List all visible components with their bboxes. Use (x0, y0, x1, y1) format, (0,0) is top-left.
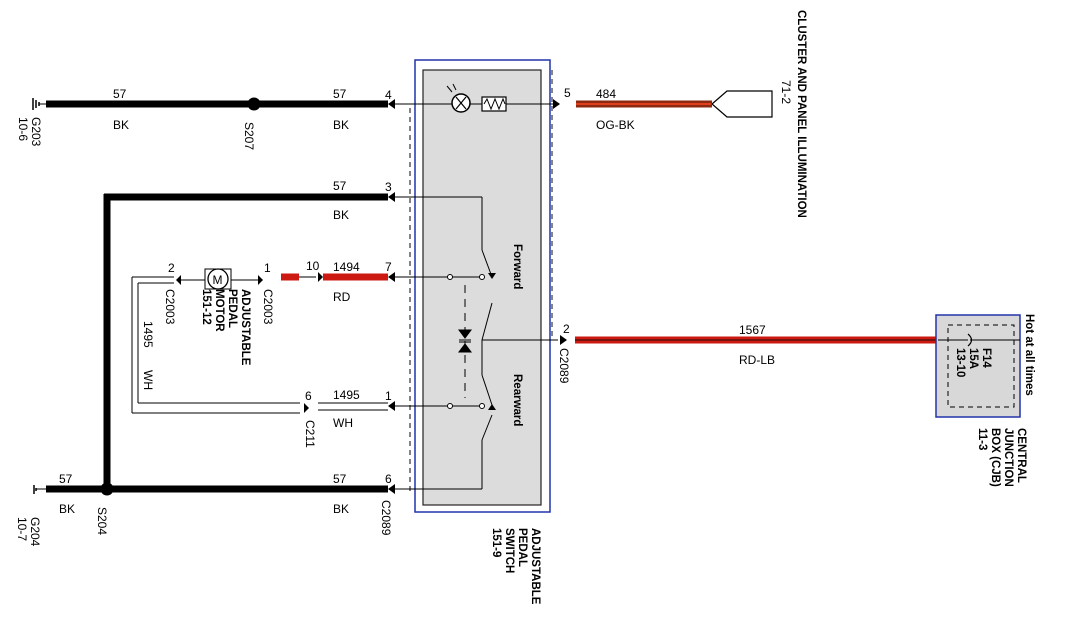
switch-outer-border (414, 59, 551, 513)
svg-text:11-3: 11-3 (976, 428, 988, 450)
svg-text:13-10: 13-10 (954, 348, 966, 377)
hot-label: Hot at all times (1023, 314, 1035, 396)
rearward-label: Rearward (511, 374, 523, 426)
svg-text:BK: BK (333, 208, 349, 222)
svg-text:1495: 1495 (333, 388, 360, 402)
pin-3: 3 (385, 180, 392, 194)
lamp-icon (446, 83, 471, 113)
svg-text:57: 57 (333, 87, 347, 101)
svg-text:BK: BK (333, 502, 349, 516)
splice-s204 (100, 482, 114, 496)
ground-g204: G204 10-7 (15, 485, 46, 547)
pin-1: 1 (385, 389, 392, 403)
splice-s207 (247, 97, 261, 111)
pin-7: 7 (385, 260, 392, 274)
svg-text:ADJUSTABLE: ADJUSTABLE (239, 289, 251, 366)
forward-label: Forward (511, 244, 523, 289)
svg-text:6: 6 (305, 389, 312, 403)
svg-text:15A: 15A (967, 348, 979, 369)
svg-text:1494: 1494 (333, 260, 360, 274)
switch-body (422, 69, 542, 506)
svg-text:OG-BK: OG-BK (596, 118, 635, 132)
svg-text:PEDAL: PEDAL (226, 289, 238, 328)
svg-text:JUNCTION: JUNCTION (1002, 428, 1014, 487)
svg-text:10-7: 10-7 (15, 517, 29, 541)
svg-text:151-9: 151-9 (490, 528, 502, 557)
svg-text:1495: 1495 (141, 321, 155, 348)
svg-text:MOTOR: MOTOR (213, 289, 225, 332)
svg-text:WH: WH (333, 416, 353, 430)
svg-text:SWITCH: SWITCH (503, 528, 515, 573)
connector-c2089-right: C2089 (557, 348, 571, 384)
switch-contact-forward (488, 273, 496, 279)
cluster-label: CLUSTER AND PANEL ILLUMINATION (795, 10, 807, 218)
svg-text:57: 57 (333, 179, 347, 193)
svg-text:CENTRAL: CENTRAL (1015, 428, 1027, 483)
svg-text:C2003: C2003 (261, 289, 275, 325)
svg-text:57: 57 (333, 472, 347, 486)
pin-6: 6 (385, 472, 392, 486)
svg-text:RD-LB: RD-LB (739, 353, 775, 367)
cluster-connector-icon (711, 90, 773, 118)
svg-text:G204: G204 (28, 517, 42, 547)
splice-s207-label: S207 (242, 122, 256, 150)
central-junction-box: F14 15A 13-10 Hot at all times CENTRAL J… (935, 314, 1035, 487)
svg-text:BK: BK (113, 118, 129, 132)
svg-text:BOX (CJB): BOX (CJB) (989, 428, 1001, 487)
svg-text:WH: WH (141, 370, 155, 390)
svg-text:C2003: C2003 (163, 289, 177, 325)
pin-2: 2 (563, 322, 570, 336)
svg-text:151-12: 151-12 (200, 289, 212, 325)
switch-contact-rearward (488, 404, 496, 410)
svg-text:1567: 1567 (739, 323, 766, 337)
ground-g203: G203 10-6 (16, 98, 46, 147)
svg-text:BK: BK (333, 118, 349, 132)
adjustable-pedal-switch: Forward Rearward ADJUSTABLE PEDAL SWITCH… (395, 59, 558, 605)
svg-text:57: 57 (59, 472, 73, 486)
splice-s204-label: S204 (95, 507, 109, 535)
svg-text:10: 10 (306, 259, 320, 273)
svg-text:2: 2 (168, 261, 175, 275)
svg-text:484: 484 (596, 87, 616, 101)
svg-text:F14: F14 (980, 348, 992, 368)
svg-text:10-6: 10-6 (16, 117, 30, 141)
connector-c2089-bottom: C2089 (379, 500, 393, 536)
diode-icon (458, 329, 472, 353)
svg-text:57: 57 (113, 87, 127, 101)
svg-text:1: 1 (264, 261, 271, 275)
switch-name: ADJUSTABLE PEDAL SWITCH 151-9 (490, 528, 541, 605)
motor-icon (207, 268, 229, 290)
switch-internal-wiring (395, 103, 558, 490)
cluster-ref: 71-2 (779, 80, 793, 104)
pin-4: 4 (385, 88, 392, 102)
svg-text:C211: C211 (303, 420, 317, 448)
svg-text:RD: RD (333, 290, 351, 304)
svg-text:PEDAL: PEDAL (516, 528, 528, 567)
svg-text:ADJUSTABLE: ADJUSTABLE (529, 528, 541, 605)
resistor-icon (481, 96, 507, 112)
svg-text:BK: BK (59, 502, 75, 516)
motor-symbol: M (213, 273, 223, 287)
pin-5: 5 (564, 86, 571, 100)
svg-text:G203: G203 (29, 117, 43, 147)
adjustable-pedal-motor: M 2 1 C2003 C2003 ADJUSTABLE PEDAL MOTOR… (131, 261, 300, 414)
